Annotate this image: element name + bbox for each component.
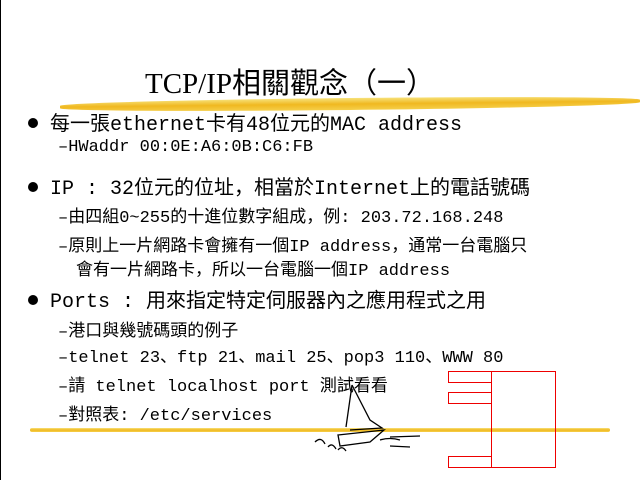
server-box [491, 371, 556, 468]
sub-bullet-continuation: 會有一片網路卡，所以一台電腦一個IP address [76, 262, 451, 281]
sub-bullet: –請 telnet localhost port 測試看看 [58, 378, 388, 397]
footer-brush-line [30, 428, 610, 432]
bullet-ports: Ports : 用來指定特定伺服器內之應用程式之用 [28, 284, 486, 314]
port-tab [448, 456, 492, 468]
sub-bullet: –對照表: /etc/services [58, 407, 273, 426]
sub-bullet: –原則上一片網路卡會擁有一個IP address，通常一台電腦只 [58, 238, 528, 257]
bullet-icon [28, 294, 38, 305]
bullet-text: 每一張ethernet卡有48位元的MAC address [50, 114, 463, 137]
bullet-icon [28, 117, 38, 128]
slide-title: TCP/IP相關觀念（一） [144, 68, 436, 100]
port-tab [448, 392, 492, 404]
sailboat-icon [314, 384, 421, 452]
sub-bullet: –港口與幾號碼頭的例子 [58, 323, 239, 342]
bullet-ip: IP : 32位元的位址，相當於Internet上的電話號碼 [28, 171, 530, 201]
sub-bullet: –telnet 23、ftp 21、mail 25、pop3 110、WWW 8… [58, 349, 504, 368]
port-tab [448, 371, 492, 383]
slide-border [0, 0, 1, 480]
bullet-mac: 每一張ethernet卡有48位元的MAC address [28, 107, 462, 137]
bullet-icon [28, 181, 38, 192]
sub-bullet: –HWaddr 00:0E:A6:0B:C6:FB [58, 138, 314, 157]
bullet-text: IP : 32位元的位址，相當於Internet上的電話號碼 [50, 178, 531, 201]
sub-bullet: –由四組0~255的十進位數字組成，例: 203.72.168.248 [58, 209, 504, 228]
bullet-text: Ports : 用來指定特定伺服器內之應用程式之用 [50, 291, 487, 314]
